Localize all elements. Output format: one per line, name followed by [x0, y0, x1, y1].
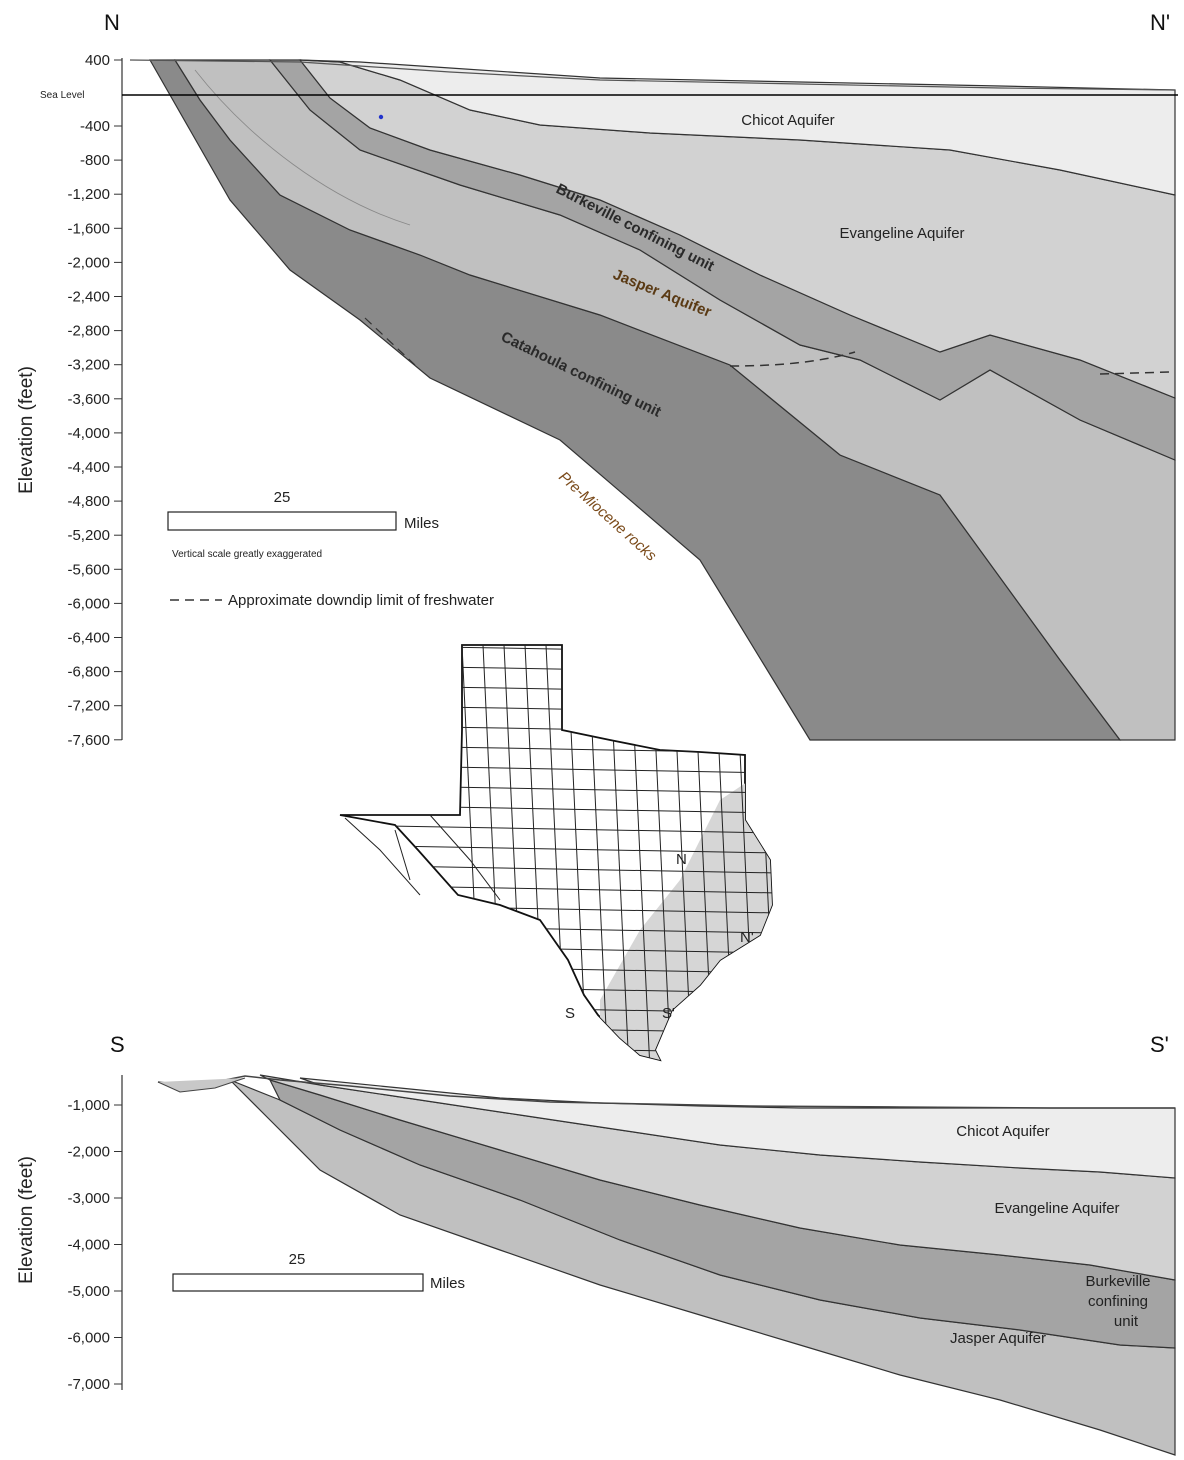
north-scale-value: 25 — [274, 489, 291, 506]
y-tick-label: -5,000 — [67, 1283, 110, 1300]
y-tick-label: -1,000 — [67, 1097, 110, 1114]
south-left-end-label: S — [110, 1032, 125, 1057]
south-jasper-label: Jasper Aquifer — [950, 1330, 1046, 1347]
y-tick-label: -6,000 — [67, 595, 110, 612]
south-y-ticks: -1,000 -2,000 -3,000 -4,000 -5,000 -6,000 -7,0… — [67, 1097, 122, 1393]
y-tick-label: -3,600 — [67, 391, 110, 408]
legend-dashed-label: Approximate downdip limit of freshwater — [228, 592, 494, 609]
y-tick-label: -7,600 — [67, 732, 110, 749]
y-tick-label: -4,000 — [67, 1237, 110, 1254]
north-marker-dot — [378, 114, 384, 120]
y-tick-label: -800 — [80, 152, 110, 169]
south-evangeline-label: Evangeline Aquifer — [994, 1200, 1119, 1217]
county-line — [340, 1044, 772, 1054]
north-freshwater-limit-3 — [364, 317, 416, 366]
y-tick-label: -6,000 — [67, 1330, 110, 1347]
south-chicot-label: Chicot Aquifer — [956, 1123, 1049, 1140]
y-tick-label: -5,200 — [67, 527, 110, 544]
north-section: 400 -400 -800 -1,200 -1,600 -2,000 -2,400 -2,80… — [16, 10, 1178, 749]
south-scale-unit: Miles — [430, 1275, 465, 1292]
y-tick-label: 400 — [85, 52, 110, 69]
north-inner-contact — [194, 69, 411, 226]
north-left-end-label: N — [104, 10, 120, 35]
south-section: -1,000 -2,000 -3,000 -4,000 -5,000 -6,000 -7,0… — [16, 1032, 1176, 1456]
north-scale-unit: Miles — [404, 515, 439, 532]
y-tick-label: -3,200 — [67, 357, 110, 374]
north-freshwater-limit-2 — [1099, 371, 1171, 375]
y-tick-label: -5,600 — [67, 561, 110, 578]
south-burkeville-label-line2: confining — [1088, 1293, 1148, 1310]
y-tick-label: -4,800 — [67, 493, 110, 510]
north-scale-bar — [167, 511, 397, 531]
y-tick-label: -4,400 — [67, 459, 110, 476]
sea-level-label: Sea Level — [40, 90, 84, 101]
north-freshwater-limit-1 — [729, 351, 856, 367]
map-label-s-prime: S' — [662, 1005, 675, 1022]
south-burkeville-label-line1: Burkeville — [1085, 1273, 1150, 1290]
south-scale-bar — [172, 1273, 424, 1292]
north-y-ticks: 400 -400 -800 -1,200 -1,600 -2,000 -2,400 -2,80… — [67, 52, 122, 749]
county-line — [340, 1024, 772, 1034]
texas-location-map: N N' S S' — [330, 644, 780, 1073]
county-line — [340, 824, 772, 834]
y-tick-label: -7,200 — [67, 698, 110, 715]
south-scale-value: 25 — [289, 1251, 306, 1268]
map-label-n: N — [676, 851, 687, 868]
north-scale-note: Vertical scale greatly exaggerated — [172, 549, 322, 560]
south-surface-sliver — [157, 1077, 246, 1093]
y-tick-label: -6,800 — [67, 664, 110, 681]
county-line — [340, 1004, 772, 1014]
south-right-end-label: S' — [1150, 1032, 1169, 1057]
south-y-axis-label: Elevation (feet) — [16, 1156, 37, 1284]
north-y-axis-label: Elevation (feet) — [16, 366, 37, 494]
y-tick-label: -2,000 — [67, 254, 110, 271]
y-tick-label: -400 — [80, 118, 110, 135]
north-right-end-label: N' — [1150, 10, 1170, 35]
y-tick-label: -1,600 — [67, 220, 110, 237]
y-tick-label: -6,400 — [67, 630, 110, 647]
north-evangeline-label: Evangeline Aquifer — [839, 225, 964, 242]
y-tick-label: -2,400 — [67, 289, 110, 306]
map-label-s: S — [565, 1005, 575, 1022]
south-burkeville-label-line3: unit — [1114, 1313, 1139, 1330]
north-land-surface — [129, 59, 1176, 91]
county-line — [330, 1065, 780, 1073]
y-tick-label: -4,000 — [67, 425, 110, 442]
y-tick-label: -1,200 — [67, 186, 110, 203]
north-chicot-label: Chicot Aquifer — [741, 112, 834, 129]
y-tick-label: -2,000 — [67, 1144, 110, 1161]
y-tick-label: -7,000 — [67, 1376, 110, 1393]
north-chicot-layer — [299, 59, 1176, 196]
y-tick-label: -3,000 — [67, 1190, 110, 1207]
y-tick-label: -2,800 — [67, 323, 110, 340]
west-texas-county-lines — [344, 814, 501, 901]
county-line — [340, 984, 772, 994]
map-label-n-prime: N' — [740, 929, 754, 946]
